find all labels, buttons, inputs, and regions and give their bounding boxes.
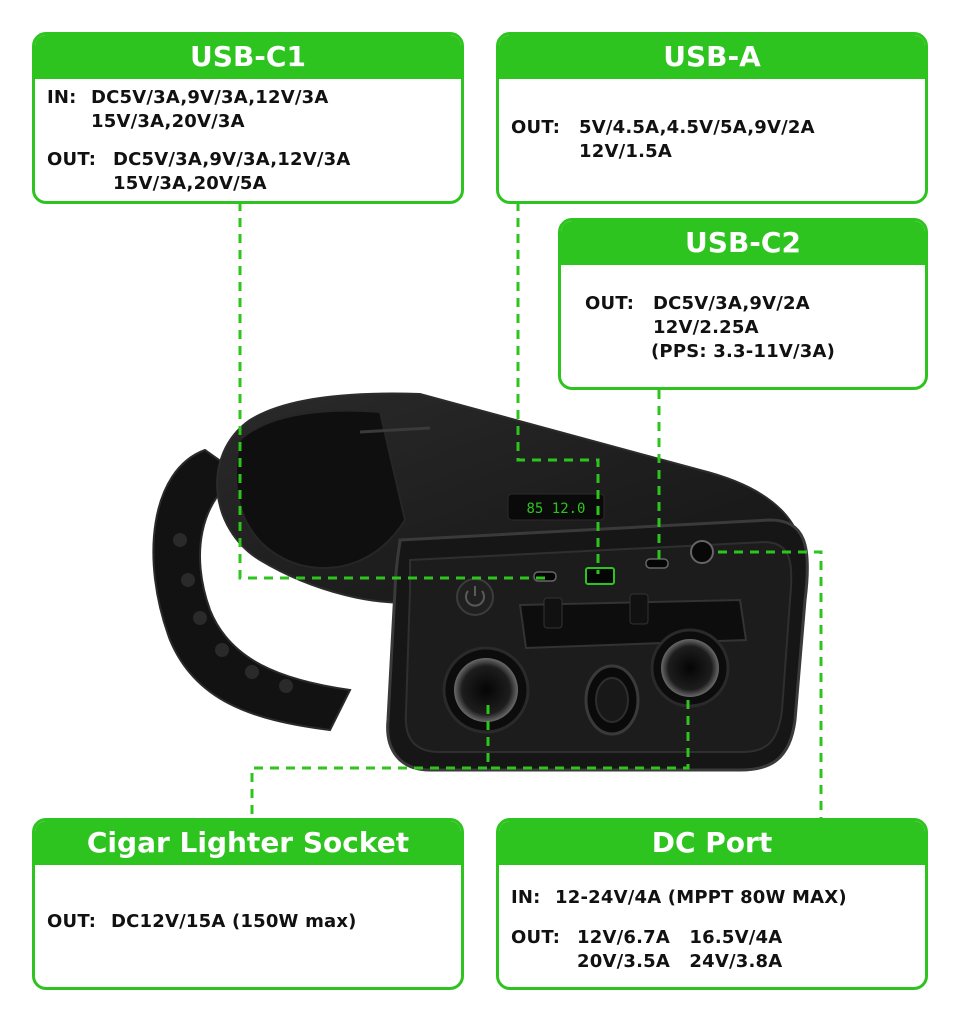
usb-c1-out-line2: 15V/3A,20V/5A <box>113 173 267 194</box>
socket-cap <box>584 664 640 736</box>
dc-port-in-label: IN: <box>511 887 541 908</box>
leader-cigar <box>250 705 490 818</box>
dc-port-out-line2: 20V/3.5A 24V/3.8A <box>577 951 783 972</box>
usb-a-out-line1: 5V/4.5A,4.5V/5A,9V/2A <box>579 117 815 138</box>
leader-usb-c1 <box>238 202 545 580</box>
cigar-socket-right <box>650 628 730 708</box>
dc-port-out-line1: 12V/6.7A 16.5V/4A <box>577 927 783 948</box>
carry-handle <box>152 448 352 732</box>
usb-a-title: USB-A <box>499 35 925 79</box>
usb-c2-box: USB-C2 OUT: DC5V/3A,9V/2A 12V/2.25A (PPS… <box>558 218 928 390</box>
usb-c1-in-label: IN: <box>47 87 77 108</box>
usb-a-port <box>585 567 615 585</box>
lcd-display: 85 12.0 <box>507 493 605 521</box>
usb-c2-out-line3: (PPS: 3.3-11V/3A) <box>651 341 836 362</box>
usb-c1-title: USB-C1 <box>35 35 461 79</box>
usb-c1-in-line2: 15V/3A,20V/3A <box>91 111 245 132</box>
usb-c2-out-label: OUT: <box>585 293 635 314</box>
dc-port-out-label: OUT: <box>511 927 561 948</box>
cigar-out-label: OUT: <box>47 911 97 932</box>
usb-c1-out-label: OUT: <box>47 149 97 170</box>
usb-a-box: USB-A OUT: 5V/4.5A,4.5V/5A,9V/2A 12V/1.5… <box>496 32 928 204</box>
usb-c2-title: USB-C2 <box>561 221 925 265</box>
cigar-box: Cigar Lighter Socket OUT: DC12V/15A (150… <box>32 818 464 990</box>
usb-a-out-label: OUT: <box>511 117 561 138</box>
leader-usb-a <box>516 202 600 574</box>
usb-c2-out-line2: 12V/2.25A <box>653 317 759 338</box>
display-readout: 85 12.0 <box>526 501 585 517</box>
cigar-out-line1: DC12V/15A (150W max) <box>111 911 357 932</box>
dc-port-title: DC Port <box>499 821 925 865</box>
leader-dc-port <box>718 550 823 818</box>
usb-c2-out-line1: DC5V/3A,9V/2A <box>653 293 810 314</box>
cigar-title: Cigar Lighter Socket <box>35 821 461 865</box>
usb-a-out-line2: 12V/1.5A <box>579 141 672 162</box>
power-button[interactable] <box>456 578 494 616</box>
usb-c1-in-line1: DC5V/3A,9V/3A,12V/3A <box>91 87 329 108</box>
cigar-socket-left <box>442 646 530 734</box>
usb-c1-out-line1: DC5V/3A,9V/3A,12V/3A <box>113 149 351 170</box>
leader-cigar-right <box>488 700 690 770</box>
dc-port-socket <box>690 540 714 564</box>
dc-port-in-line1: 12-24V/4A (MPPT 80W MAX) <box>555 887 847 908</box>
dc-port-box: DC Port IN: 12-24V/4A (MPPT 80W MAX) OUT… <box>496 818 928 990</box>
usb-c2-port <box>645 558 669 569</box>
usb-c1-box: USB-C1 IN: DC5V/3A,9V/3A,12V/3A 15V/3A,2… <box>32 32 464 204</box>
leader-lines <box>238 202 823 818</box>
